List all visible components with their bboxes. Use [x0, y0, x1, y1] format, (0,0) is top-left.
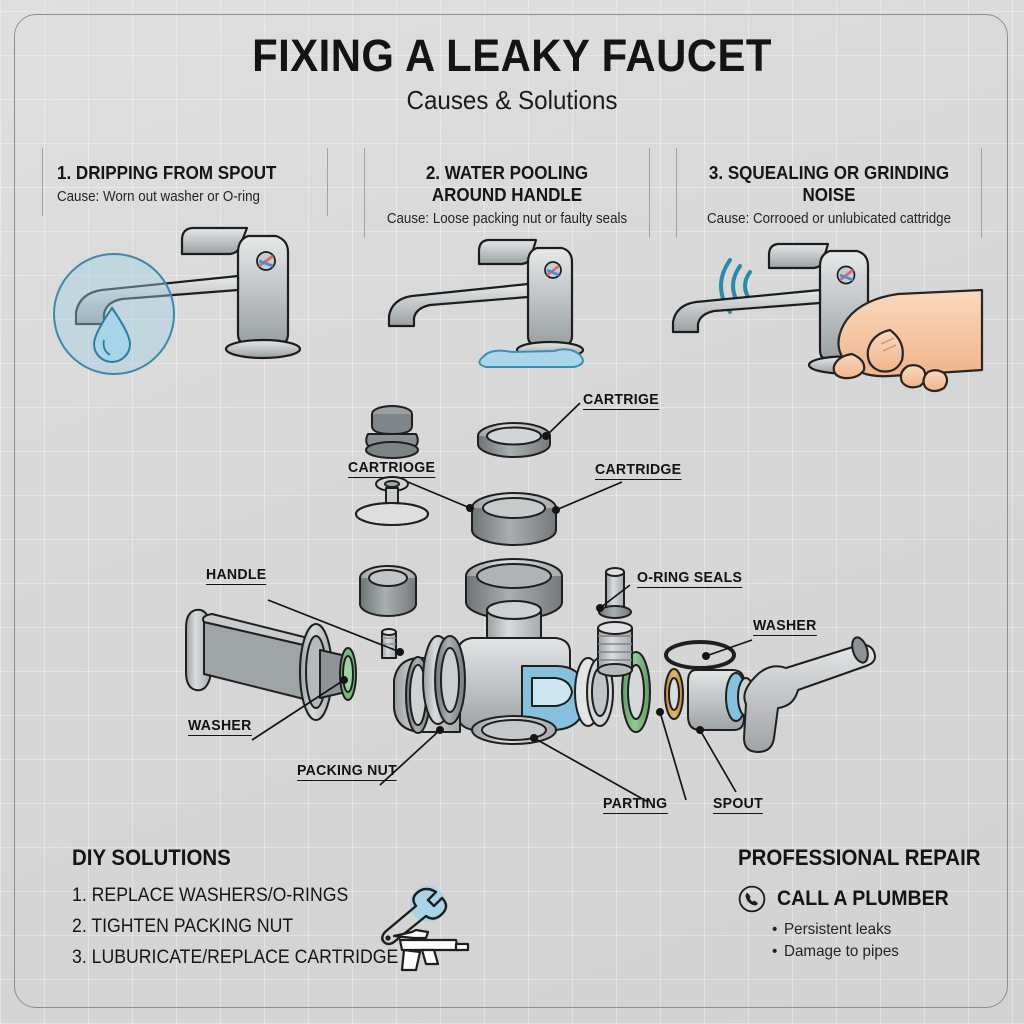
- label-cartridge-right: CARTRIDGE: [595, 461, 682, 480]
- hand-icon: [832, 288, 984, 393]
- label-parting: PARTING: [603, 795, 668, 814]
- part-cartridge-ring-mid: [471, 492, 557, 546]
- label-spout: SPOUT: [713, 795, 763, 814]
- leader-lines: [251, 402, 753, 803]
- diy-item-1: 1. REPLACE WASHERS/O-RINGS: [72, 885, 349, 906]
- label-washer-right: WASHER: [753, 617, 817, 636]
- call-plumber-label: CALL A PLUMBER: [777, 887, 949, 910]
- cause-header-box-2: 2. WATER POOLING AROUND HANDLE Cause: Lo…: [364, 148, 650, 239]
- cause-title-2-line2: AROUND HANDLE: [431, 183, 583, 205]
- diy-heading: DIY SOLUTIONS: [72, 845, 231, 870]
- cause-text-2: Cause: Loose packing nut or faulty seals: [386, 210, 628, 227]
- diy-solutions-block: DIY SOLUTIONS 1. REPLACE WASHERS/O-RINGS…: [72, 845, 412, 978]
- part-oring-gold: [664, 668, 684, 720]
- part-cartridge-ring-top: [477, 422, 551, 458]
- part-handle: [185, 608, 357, 721]
- part-small-screw: [381, 628, 397, 659]
- leader-dots: [340, 432, 710, 742]
- professional-repair-block: PROFESSIONAL REPAIR CALL A PLUMBER Persi…: [738, 845, 1000, 965]
- diy-item-3: 3. LUBURICATE/REPLACE CARTRIDGE: [72, 946, 399, 968]
- cause-panel-squealing: 3. SQUEALING OR GRINDING NOISE Cause: Co…: [671, 148, 984, 398]
- label-washer-left: WASHER: [188, 717, 252, 736]
- wrench-icon: [381, 887, 448, 946]
- cause-header-box-3: 3. SQUEALING OR GRINDING NOISE Cause: Co…: [676, 148, 982, 239]
- phone-icon: [738, 885, 766, 913]
- part-cap: [365, 405, 419, 459]
- cause-header-box-1: 1. DRIPPING FROM SPOUT Cause: Worn out w…: [42, 148, 328, 217]
- part-washer-ring-right: [664, 640, 736, 670]
- page-title: FIXING A LEAKY FAUCET: [252, 30, 772, 81]
- part-oring-screw: [598, 567, 632, 619]
- part-spout-body: [743, 636, 876, 753]
- label-cartridge-left: CARTRIOGE: [348, 459, 436, 478]
- part-packing-nut: [422, 635, 466, 725]
- label-packing-nut: PACKING NUT: [297, 762, 397, 781]
- label-cartridge-top: CARTRIGE: [583, 391, 659, 410]
- poster-header: FIXING A LEAKY FAUCET Causes & Solutions: [0, 32, 1024, 116]
- part-nut-ring: [359, 565, 417, 617]
- cause-panel-dripping: 1. DRIPPING FROM SPOUT Cause: Worn out w…: [42, 148, 328, 398]
- part-thread-stack: [597, 621, 633, 677]
- pro-heading: PROFESSIONAL REPAIR: [738, 845, 981, 870]
- call-plumber-row: CALL A PLUMBER: [738, 885, 1000, 913]
- exploded-faucet-diagram: [185, 402, 876, 803]
- faucet-puddle-icon: [364, 238, 650, 369]
- part-screw-flange: [355, 476, 429, 526]
- cause-title-3: 3. SQUEALING OR GRINDING NOISE: [708, 162, 950, 205]
- wrench-highlight-circle: [410, 886, 446, 922]
- caulk-gun-icon: [392, 928, 470, 972]
- page-subtitle: Causes & Solutions: [406, 85, 618, 116]
- cause-text-1: Cause: Worn out washer or O-ring: [57, 188, 260, 205]
- faucet-dripping-icon: [42, 216, 328, 376]
- cause-title-1: 1. DRIPPING FROM SPOUT: [57, 162, 277, 183]
- label-oring-seals: O-RING SEALS: [637, 569, 743, 588]
- label-handle: HANDLE: [206, 566, 267, 585]
- cause-title-2-line1: 2. WATER POOLING: [425, 162, 589, 183]
- cause-panel-pooling: 2. WATER POOLING AROUND HANDLE Cause: Lo…: [364, 148, 650, 398]
- pro-bullet-2: Damage to pipes: [772, 943, 989, 961]
- diy-tool-icons: [381, 886, 470, 972]
- faucet-hand-noise-icon: [671, 238, 984, 393]
- diy-item-2: 2. TIGHTEN PACKING NUT: [72, 915, 294, 937]
- cause-text-3: Cause: Corrooed or unlubicated cattridge: [707, 210, 951, 227]
- pro-bullet-1: Persistent leaks: [772, 921, 989, 939]
